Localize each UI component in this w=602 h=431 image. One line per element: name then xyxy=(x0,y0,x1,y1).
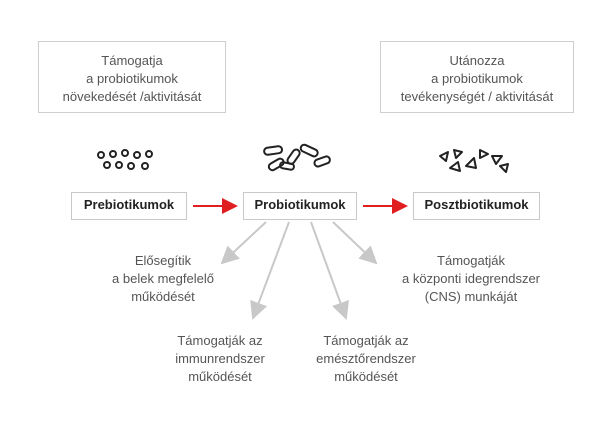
effect-line: működését xyxy=(131,289,195,304)
effect-cns: Támogatják a központi idegrendszer (CNS)… xyxy=(386,252,556,306)
arrow-to-gut xyxy=(220,221,267,265)
note-mimics-probiotics: Utánozza a probiotikumok tevékenységét /… xyxy=(380,41,574,113)
effect-immune: Támogatják az immunrendszer működését xyxy=(155,332,285,386)
effect-line: Támogatják xyxy=(437,253,505,268)
effect-line: Elősegítik xyxy=(134,253,192,268)
node-postbiotics: Posztbiotikumok xyxy=(413,192,540,220)
node-probiotics: Probiotikumok xyxy=(243,192,357,220)
note-line: tevékenységét / aktivitását xyxy=(400,89,554,104)
node-prebiotics: Prebiotikumok xyxy=(71,192,187,220)
effect-line: Támogatják az xyxy=(177,333,263,348)
arrow-to-immune xyxy=(250,221,290,320)
circle-molecules-icon xyxy=(97,149,153,170)
note-supports-probiotics: Támogatja a probiotikumok növekedését /a… xyxy=(38,41,226,113)
effect-line: immunrendszer xyxy=(175,351,265,366)
note-line: a probiotikumok xyxy=(431,71,523,86)
arrow-to-digestive xyxy=(310,221,349,320)
arrow-to-cns xyxy=(332,221,378,265)
note-line: a probiotikumok xyxy=(86,71,178,86)
effect-line: a belek megfelelő xyxy=(112,271,214,286)
note-line: növekedését /aktivitását xyxy=(62,89,202,104)
effect-gut: Elősegítik a belek megfelelő működését xyxy=(88,252,238,306)
rod-bacteria-icon xyxy=(263,143,331,172)
effect-digestive: Támogatják az emésztőrendszer működését xyxy=(301,332,431,386)
note-line: Támogatja xyxy=(101,53,163,68)
effect-line: a központi idegrendszer xyxy=(401,271,541,286)
effect-line: Támogatják az xyxy=(323,333,409,348)
effect-line: működését xyxy=(334,369,398,384)
effect-line: (CNS) munkáját xyxy=(424,289,518,304)
triangle-fragments-icon xyxy=(439,149,509,173)
note-line: Utánozza xyxy=(449,53,505,68)
effect-line: emésztőrendszer xyxy=(316,351,416,366)
effect-line: működését xyxy=(188,369,252,384)
